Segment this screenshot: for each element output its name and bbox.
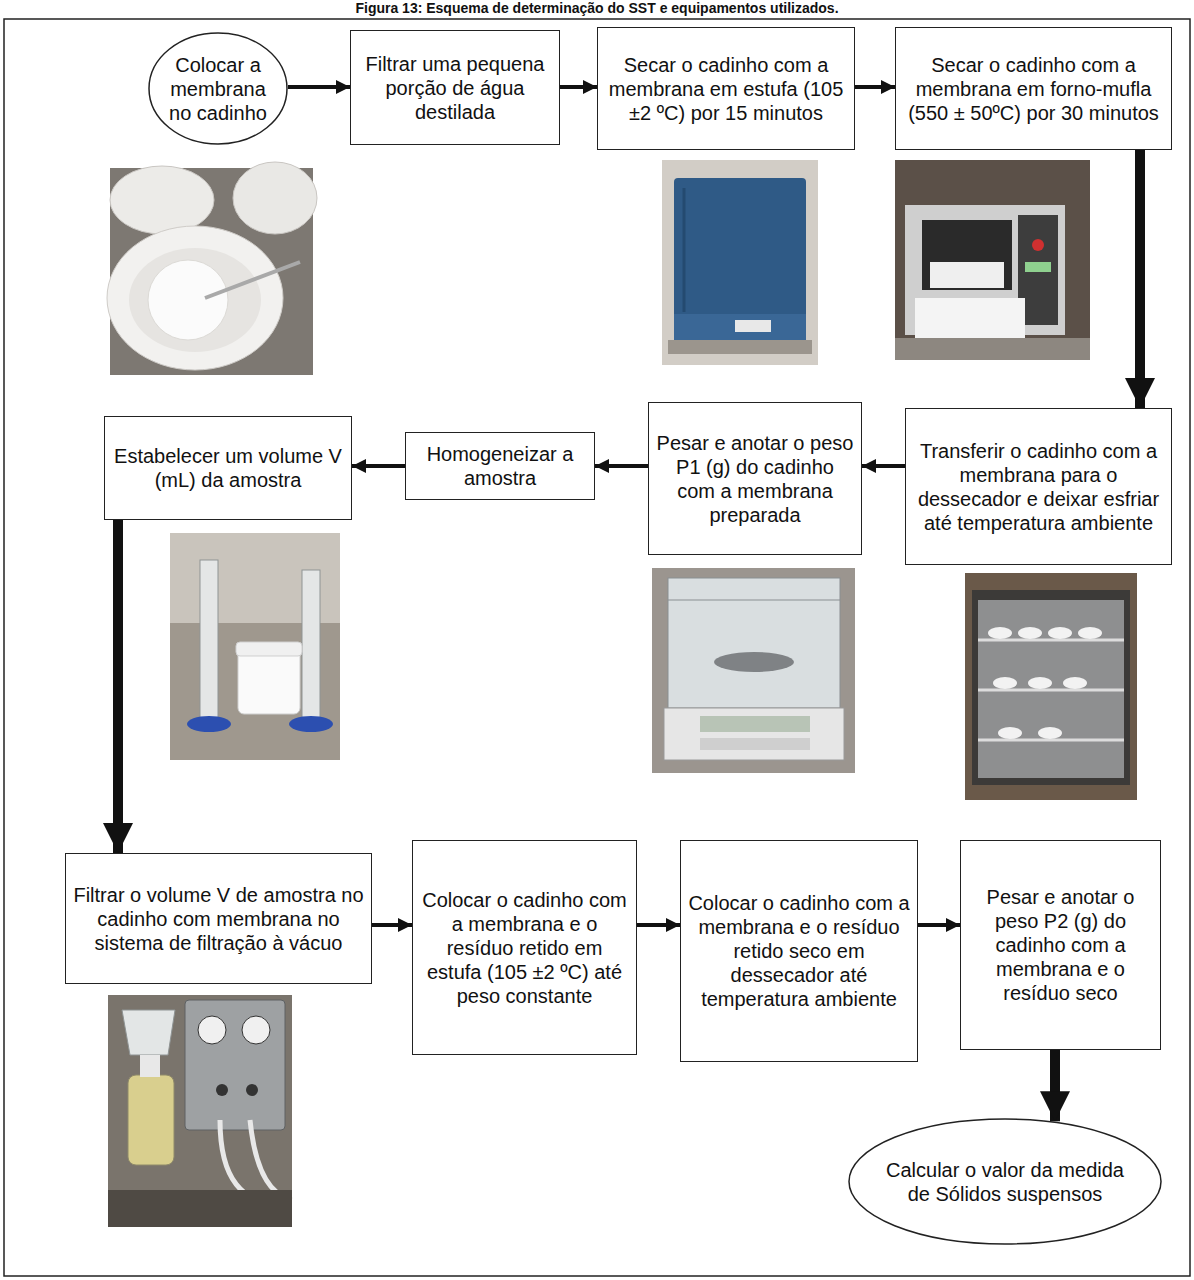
flow-arrow — [372, 923, 412, 927]
terminal-ellipse: Colocar a membrana no cadinho — [148, 32, 288, 145]
process-box: Transferir o cadinho com a membrana para… — [905, 408, 1172, 565]
step-text: Filtrar uma pequena porção de água desti… — [358, 52, 552, 124]
step-text: Homogeneizar a amostra — [413, 442, 587, 490]
step-text: Pesar e anotar o peso P2 (g) do cadinho … — [968, 885, 1153, 1005]
ellipse-outline — [149, 33, 287, 144]
process-box: Homogeneizar a amostra — [405, 432, 595, 500]
flow-arrow — [288, 85, 350, 89]
process-box: Secar o cadinho com a membrana em estufa… — [597, 27, 855, 150]
step-text: Pesar e anotar o peso P1 (g) do cadinho … — [656, 431, 854, 527]
crucible-photo — [107, 162, 317, 375]
flow-arrow — [560, 85, 597, 89]
desiccator-photo — [965, 573, 1137, 800]
step-text: Estabelecer um volume V (mL) da amostra — [112, 444, 344, 492]
step-text: Transferir o cadinho com a membrana para… — [913, 439, 1164, 535]
ellipse-outline — [848, 1118, 1162, 1245]
step-text: Secar o cadinho com a membrana em forno-… — [903, 53, 1164, 125]
step-text: Calcular o valor da medida de Sólidos su… — [883, 1158, 1127, 1206]
step-text: Colocar o cadinho com a membrana e o res… — [420, 888, 629, 1008]
process-box: Colocar o cadinho com a membrana e o res… — [412, 840, 637, 1055]
cylinder-photo — [170, 533, 340, 760]
process-box: Filtrar o volume V de amostra no cadinho… — [65, 853, 372, 984]
process-box: Colocar o cadinho com a membrana e o res… — [680, 840, 918, 1062]
flow-arrow — [352, 464, 405, 468]
flow-arrow — [855, 85, 895, 89]
figure-title: Figura 13: Esquema de determinação do SS… — [0, 0, 1194, 17]
process-box: Secar o cadinho com a membrana em forno-… — [895, 27, 1172, 150]
flow-arrow-thick — [1135, 150, 1145, 408]
step-text: Filtrar o volume V de amostra no cadinho… — [73, 883, 364, 955]
muffle-furnace-photo — [895, 160, 1090, 360]
step-text: Secar o cadinho com a membrana em estufa… — [605, 53, 847, 125]
process-box: Pesar e anotar o peso P1 (g) do cadinho … — [648, 402, 862, 555]
balance-photo — [652, 568, 855, 773]
flow-arrow-thick — [113, 520, 123, 853]
process-box: Estabelecer um volume V (mL) da amostra — [104, 416, 352, 520]
process-box: Pesar e anotar o peso P2 (g) do cadinho … — [960, 840, 1161, 1050]
flow-arrow — [637, 923, 680, 927]
ellipse-outline — [849, 1119, 1161, 1244]
step-text: Colocar o cadinho com a membrana e o res… — [688, 891, 910, 1011]
terminal-ellipse: Calcular o valor da medida de Sólidos su… — [848, 1118, 1162, 1245]
flow-arrow-thick — [1050, 1050, 1060, 1121]
figure-frame — [4, 19, 1190, 1276]
flow-arrow — [595, 464, 648, 468]
vacuum-filtration-photo — [108, 995, 292, 1227]
flow-arrow — [918, 923, 960, 927]
process-box: Filtrar uma pequena porção de água desti… — [350, 30, 560, 145]
step-text: Colocar a membrana no cadinho — [163, 53, 273, 125]
flow-arrow — [862, 464, 905, 468]
oven-photo — [662, 160, 818, 365]
